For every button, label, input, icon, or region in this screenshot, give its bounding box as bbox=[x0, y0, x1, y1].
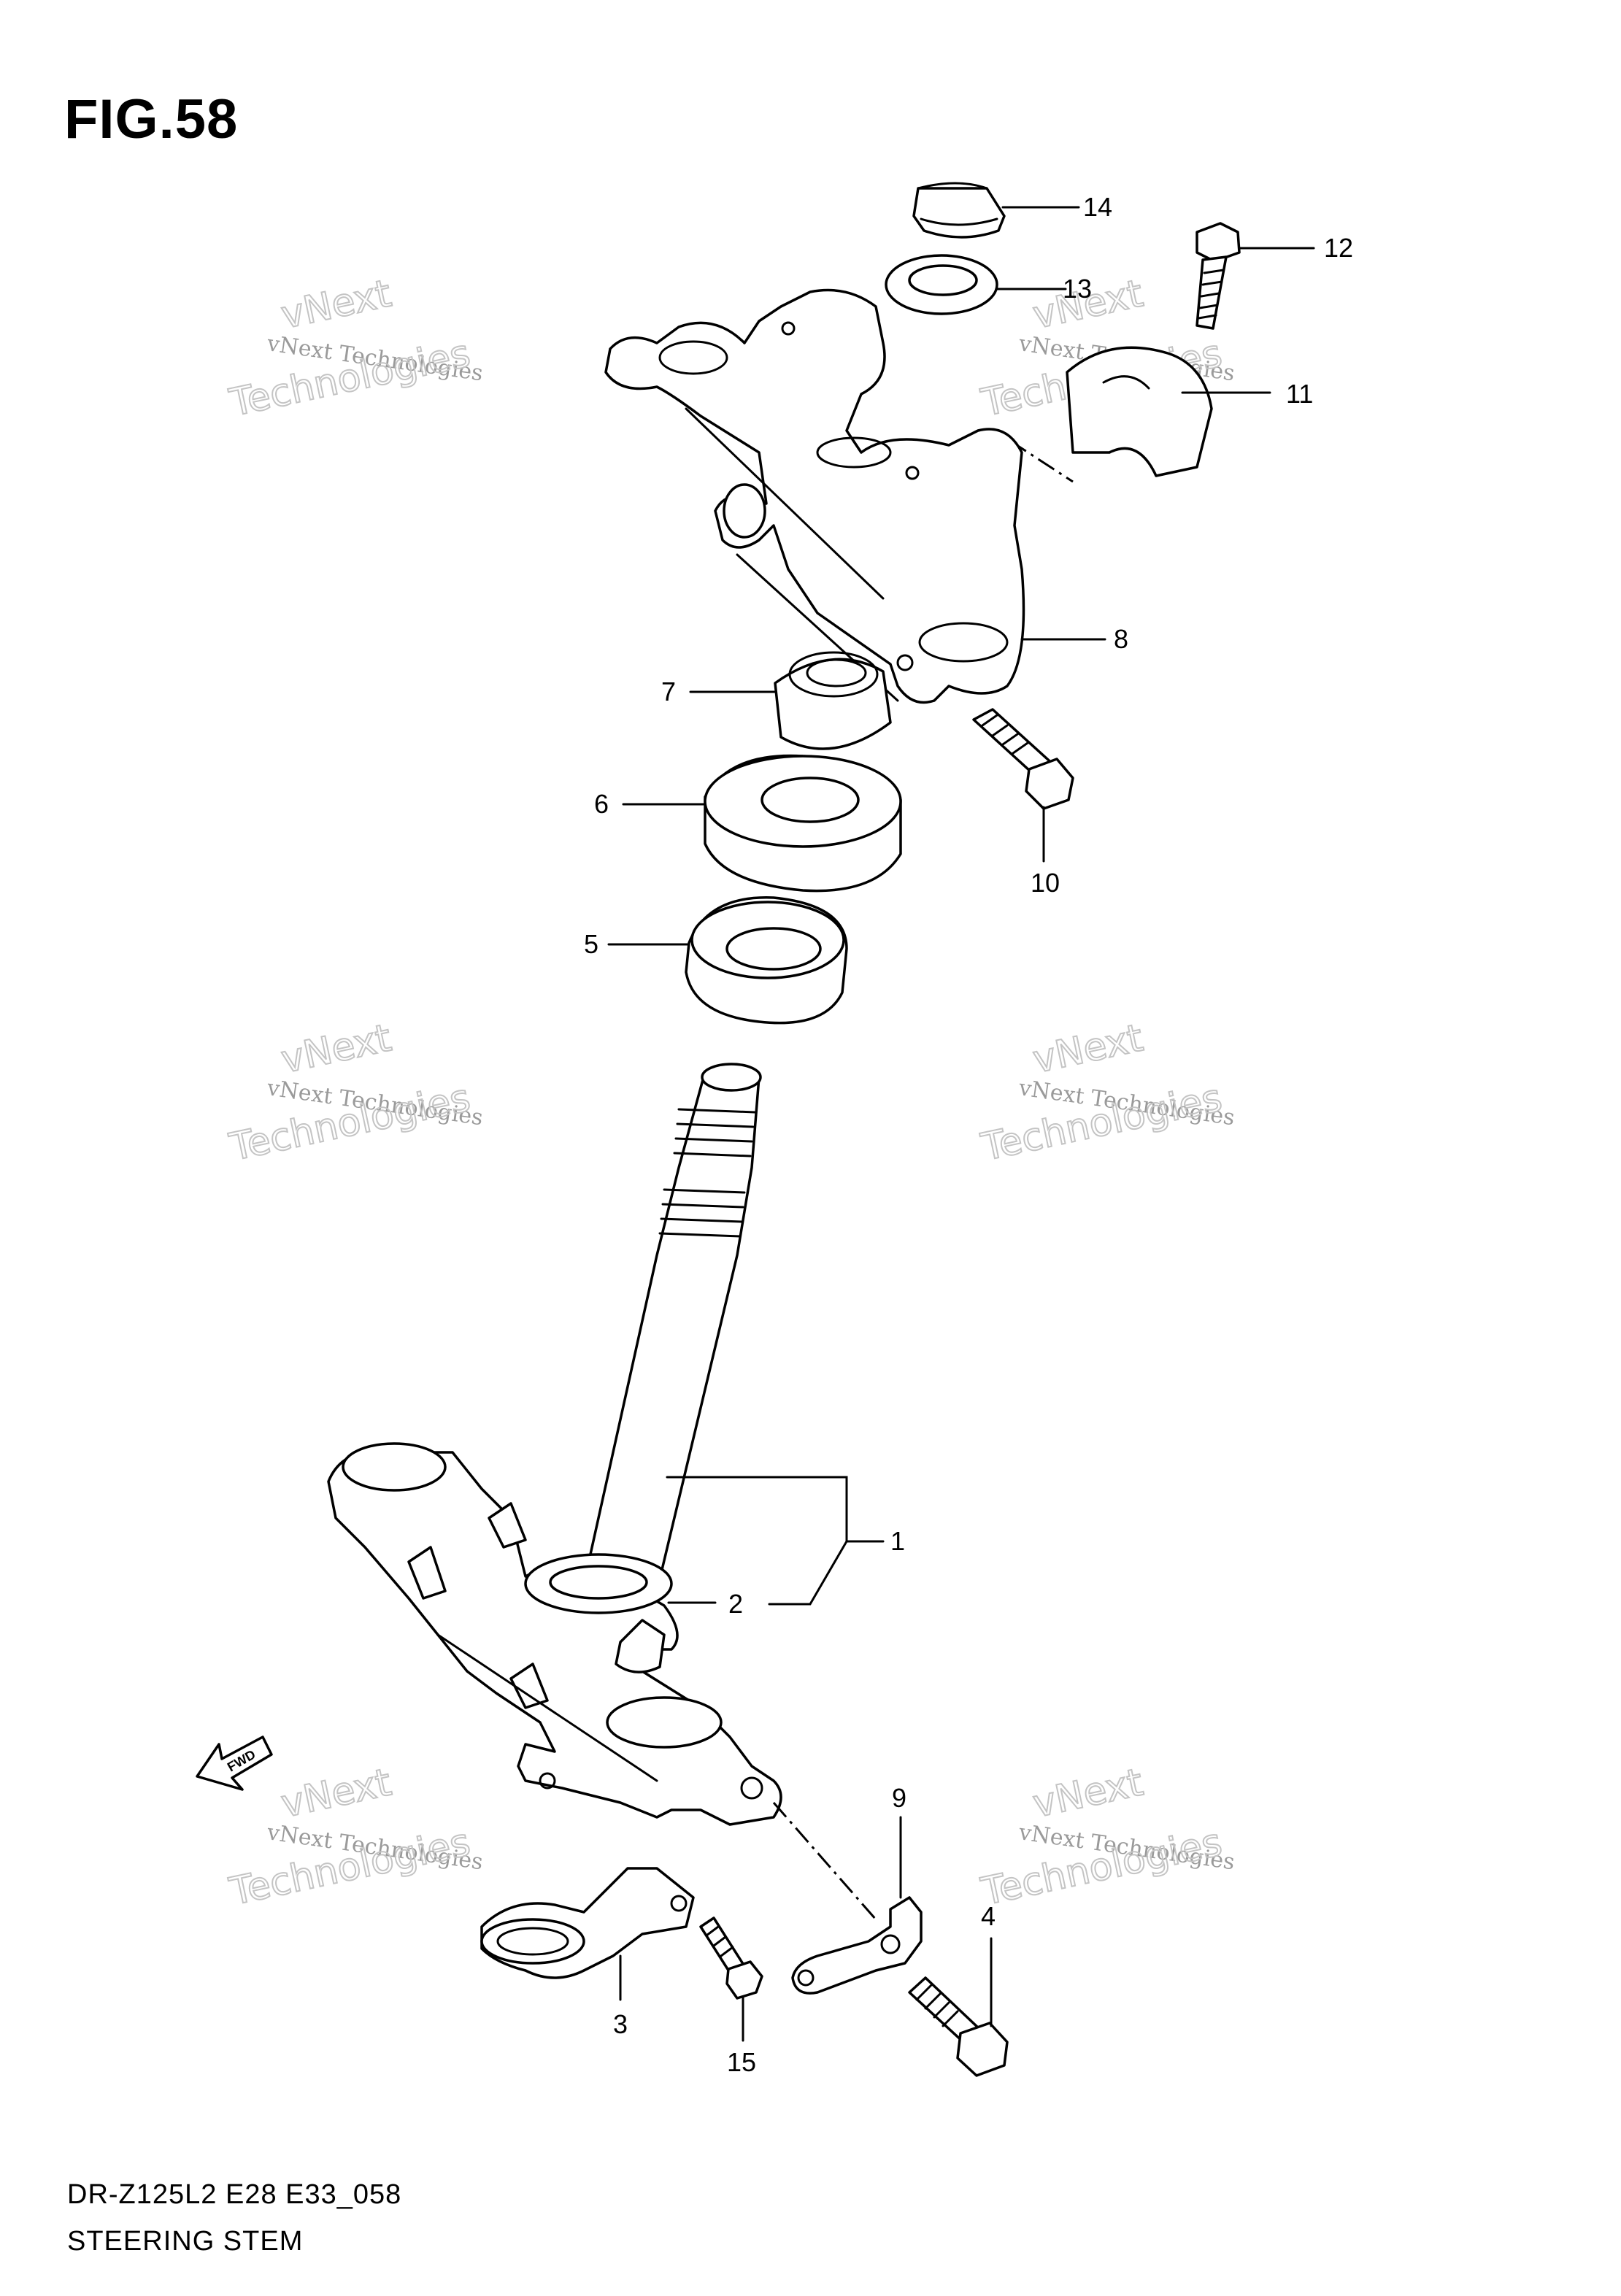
model-code: DR-Z125L2 E28 E33_058 bbox=[67, 2179, 402, 2210]
svg-text:vNext: vNext bbox=[277, 1760, 395, 1826]
watermark-top-left: vNext vNext Technologies Technologies bbox=[225, 271, 485, 425]
watermark-bottom-left: vNext vNext Technologies Technologies bbox=[225, 1760, 485, 1914]
watermark-mid-left: vNext vNext Technologies Technologies bbox=[225, 1015, 485, 1170]
figure-caption: STEERING STEM bbox=[67, 2226, 304, 2257]
callout-7: 7 bbox=[661, 677, 676, 706]
callout-6: 6 bbox=[594, 789, 609, 819]
part-11-handlebar-holder bbox=[1009, 346, 1213, 483]
callout-11: 11 bbox=[1286, 379, 1313, 409]
part-9-bracket-plate bbox=[791, 1896, 923, 1995]
part-15-bolt bbox=[699, 1916, 763, 2000]
callout-4: 4 bbox=[981, 1901, 996, 1931]
callout-12: 12 bbox=[1324, 233, 1353, 263]
svg-text:vNext: vNext bbox=[277, 271, 395, 337]
svg-text:vNext: vNext bbox=[1029, 1760, 1147, 1826]
svg-text:vNext: vNext bbox=[1029, 1016, 1147, 1082]
part-1-steering-stem bbox=[327, 1063, 877, 1920]
part-12-bolt bbox=[1195, 222, 1241, 330]
callout-5: 5 bbox=[584, 929, 598, 959]
part-13-washer bbox=[885, 254, 998, 315]
leader-lines bbox=[607, 206, 1315, 2042]
part-10-bolt bbox=[972, 708, 1074, 810]
callout-13: 13 bbox=[1063, 274, 1092, 304]
part-5-bearing bbox=[685, 896, 848, 1025]
fwd-arrow-icon: FWD bbox=[196, 1736, 273, 1791]
callout-labels: 14 12 13 11 8 7 6 10 5 1 2 9 4 3 15 bbox=[584, 192, 1353, 2077]
callout-1: 1 bbox=[890, 1526, 905, 1556]
watermark-mid-right: vNext vNext Technologies Technologies bbox=[977, 1015, 1236, 1170]
part-8-upper-bracket bbox=[604, 288, 1025, 704]
watermark-bottom-right: vNext vNext Technologies Technologies bbox=[977, 1760, 1236, 1914]
callout-2: 2 bbox=[728, 1589, 743, 1619]
callout-15: 15 bbox=[727, 2047, 756, 2077]
callout-10: 10 bbox=[1031, 868, 1060, 898]
figure-title: FIG.58 bbox=[64, 88, 239, 150]
svg-text:vNext: vNext bbox=[277, 1016, 395, 1082]
callout-9: 9 bbox=[892, 1783, 906, 1813]
part-6-dust-seal bbox=[704, 754, 902, 893]
part-4-bolt bbox=[908, 1976, 1009, 2077]
callout-8: 8 bbox=[1114, 624, 1128, 654]
callout-3: 3 bbox=[613, 2009, 628, 2039]
part-14-cap bbox=[912, 182, 1006, 239]
part-7-steering-nut bbox=[774, 651, 892, 750]
part-3-hose-guide bbox=[480, 1867, 695, 1979]
callout-14: 14 bbox=[1083, 192, 1112, 222]
